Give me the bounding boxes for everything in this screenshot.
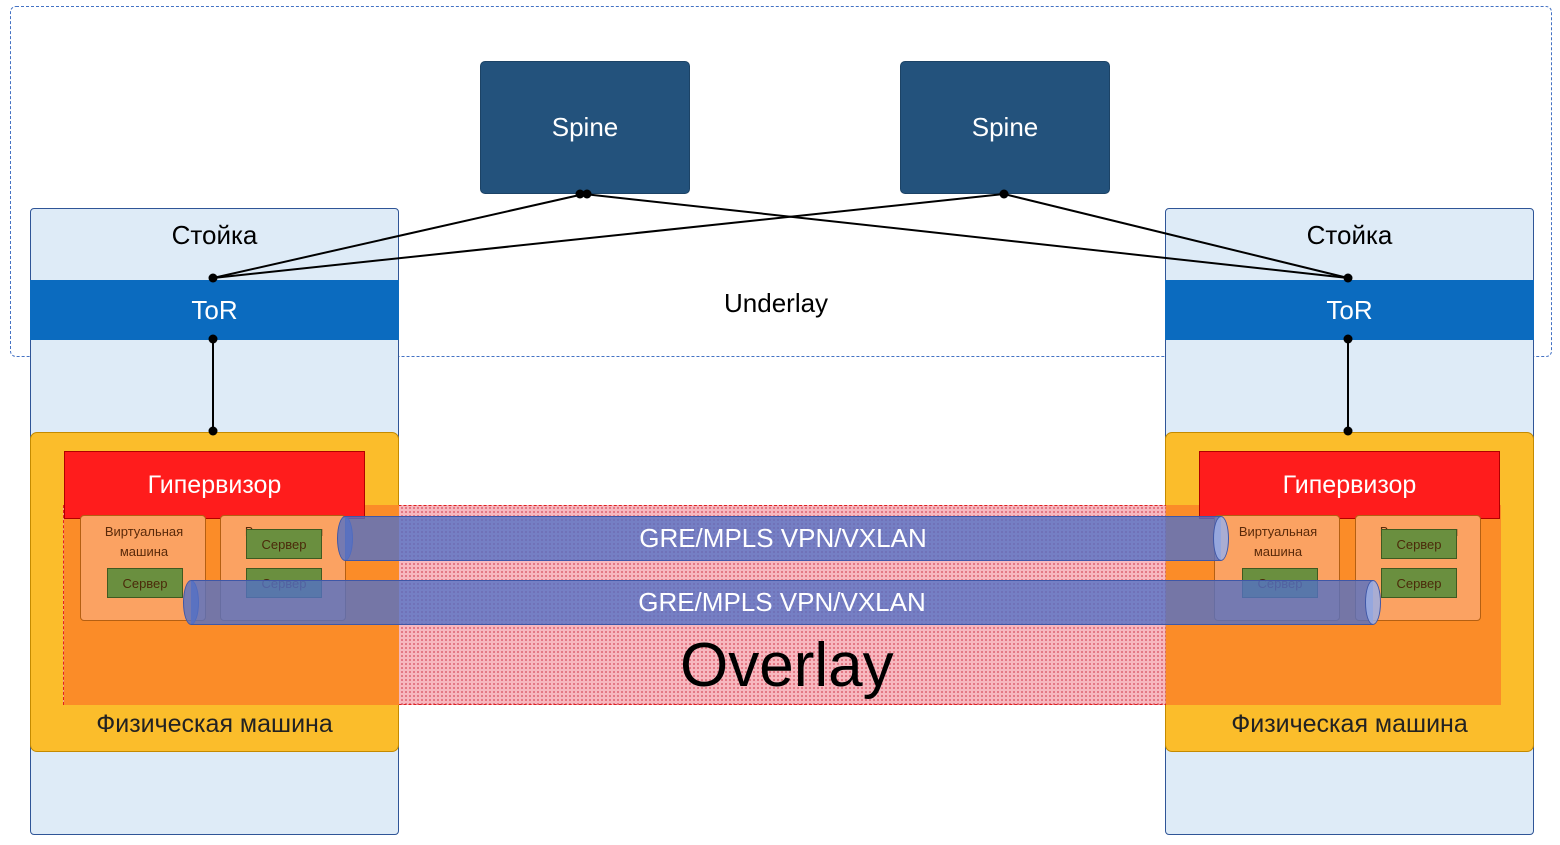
underlay-frame: [10, 6, 1552, 357]
link-dot: [1343, 426, 1353, 436]
link-dot: [208, 273, 218, 283]
hypervisor-left: Гипервизор: [64, 451, 365, 519]
server-box: Сервер: [1381, 529, 1457, 559]
tunnel-1-end-cap: [1213, 516, 1229, 561]
rack-left-label: Стойка: [171, 220, 258, 250]
tunnel-2-end-cap: [1365, 580, 1381, 625]
link-spine1-tor-right: [583, 193, 1349, 279]
spine-switch-1: Spine: [480, 61, 690, 194]
underlay-label: Underlay: [724, 288, 829, 318]
vm-label: Виртуальная машина: [1238, 524, 1318, 559]
server-box: Сервер: [107, 568, 183, 598]
link-dot: [1343, 273, 1353, 283]
link-dot: [208, 334, 218, 344]
link-spine2-tor-right: [1003, 193, 1349, 279]
tunnel-1: GRE/MPLS VPN/VXLAN: [345, 516, 1221, 561]
overlay-label: Overlay: [680, 631, 894, 700]
vm-right-2: Виртуальная машина Сервер Сервер: [1355, 515, 1481, 621]
link-dot: [1343, 334, 1353, 344]
server-box: Сервер: [246, 529, 322, 559]
link-dot: [999, 189, 1009, 199]
physical-machine-right-label: Физическая машина: [1231, 710, 1468, 738]
physical-machine-left-label: Физическая машина: [96, 710, 333, 738]
server-box: Сервер: [1381, 568, 1457, 598]
vm-left-1: Виртуальная машина Сервер: [80, 515, 206, 621]
link-dot: [575, 189, 585, 199]
spine-switch-2: Spine: [900, 61, 1110, 194]
rack-right-label: Стойка: [1306, 220, 1393, 250]
vm-label: Виртуальная машина: [104, 524, 184, 559]
tor-switch-left: ToR: [30, 280, 399, 340]
tunnel-2: GRE/MPLS VPN/VXLAN: [191, 580, 1373, 625]
link-dot: [208, 426, 218, 436]
hypervisor-right: Гипервизор: [1199, 451, 1500, 519]
link-spine1-tor-left: [212, 193, 585, 279]
link-dot: [582, 189, 592, 199]
tor-switch-right: ToR: [1165, 280, 1534, 340]
link-spine2-tor-left: [212, 193, 1005, 279]
